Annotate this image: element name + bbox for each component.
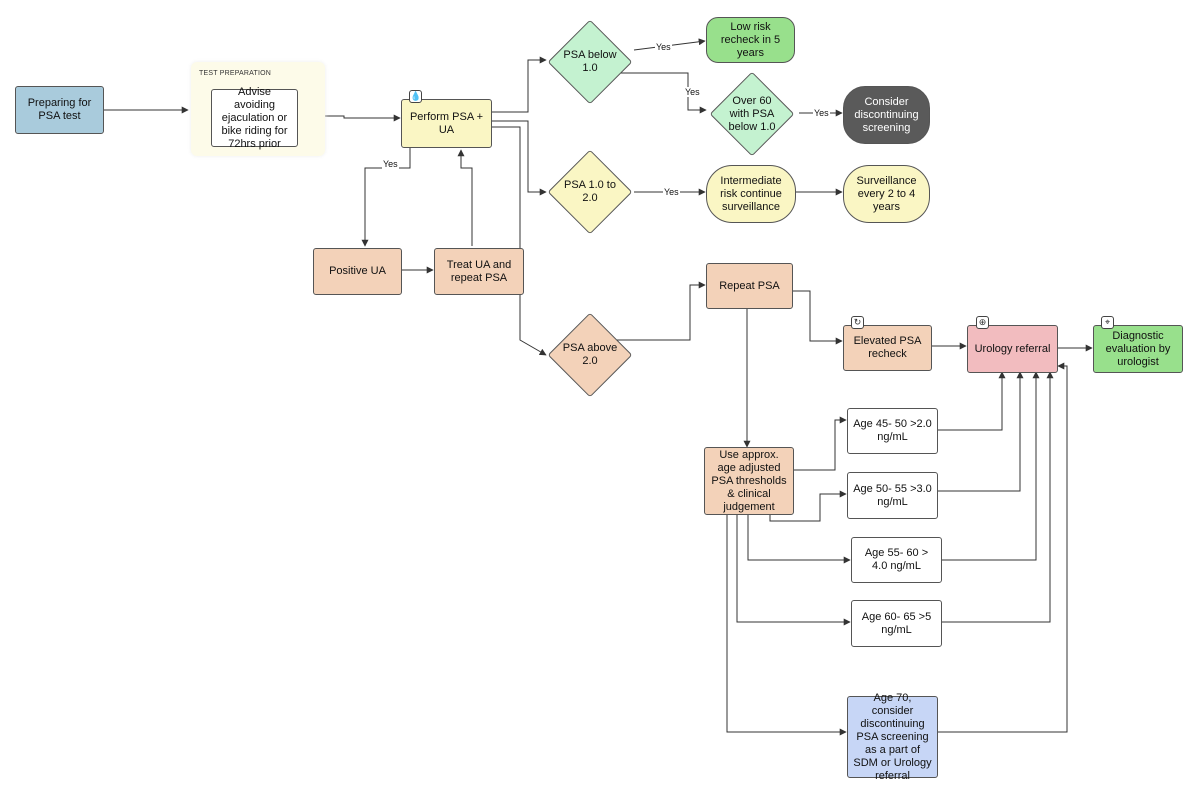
- edge-age60-urology: [942, 371, 1054, 623]
- drop-icon: 💧: [409, 90, 422, 103]
- node-perform-psa-ua[interactable]: Perform PSA + UA: [401, 99, 492, 148]
- edge-perform-psabelow: [492, 56, 547, 113]
- node-preparing-for-psa-test[interactable]: Preparing for PSA test: [15, 86, 104, 134]
- node-surveillance[interactable]: Surveillance every 2 to 4 years: [843, 165, 930, 223]
- decision-label: Over 60 with PSA below 1.0: [728, 94, 776, 133]
- user-add-icon: ⊕: [976, 316, 989, 329]
- edge-useage-age55: [747, 515, 851, 564]
- test-preparation-title: TEST PREPARATION: [199, 70, 272, 77]
- node-urology-referral[interactable]: Urology referral: [967, 325, 1058, 373]
- decision-psa-1-to-2[interactable]: PSA 1.0 to 2.0: [547, 149, 633, 235]
- node-repeat-psa[interactable]: Repeat PSA: [706, 263, 793, 309]
- edge-treat-perform: [457, 149, 473, 246]
- edge-useage-age45: [794, 416, 847, 471]
- node-age-55-60[interactable]: Age 55- 60 > 4.0 ng/mL: [851, 537, 942, 583]
- node-age-70-consider[interactable]: Age 70, consider discontinuing PSA scree…: [847, 692, 938, 782]
- edge-perform-psaabove: [492, 126, 547, 356]
- node-consider-discontinuing[interactable]: Consider discontinuing screening: [843, 86, 930, 144]
- edge-label-yes: Yes: [663, 187, 680, 197]
- decision-over-60[interactable]: Over 60 with PSA below 1.0: [705, 71, 799, 157]
- decision-psa-below-1[interactable]: PSA below 1.0: [547, 19, 633, 105]
- edge-age50-urology: [938, 371, 1024, 492]
- edge-useage-age60: [736, 515, 851, 626]
- edge-label-yes: Yes: [382, 159, 399, 169]
- node-positive-ua[interactable]: Positive UA: [313, 248, 402, 295]
- microscope-icon: ⌖: [1101, 316, 1114, 329]
- edge-useage-age50: [769, 490, 847, 522]
- node-diagnostic-evaluation[interactable]: Diagnostic evaluation by urologist: [1093, 325, 1183, 373]
- node-age-60-65[interactable]: Age 60- 65 >5 ng/mL: [851, 600, 942, 647]
- node-treat-ua-repeat-psa[interactable]: Treat UA and repeat PSA: [434, 248, 524, 295]
- node-use-age-adjusted[interactable]: Use approx. age adjusted PSA thresholds …: [704, 447, 794, 515]
- node-age-45-50[interactable]: Age 45- 50 >2.0 ng/mL: [847, 408, 938, 454]
- node-age-50-55[interactable]: Age 50- 55 >3.0 ng/mL: [847, 472, 938, 519]
- edge-perform-psamid: [492, 120, 547, 196]
- node-elevated-psa-recheck[interactable]: Elevated PSA recheck: [843, 325, 932, 371]
- edge-label-yes: Yes: [684, 87, 701, 97]
- edge-repeat-elevated: [793, 290, 843, 345]
- node-low-risk-recheck[interactable]: Low risk recheck in 5 years: [706, 17, 795, 63]
- decision-label: PSA below 1.0: [563, 49, 617, 74]
- repeat-icon: ↻: [851, 316, 864, 329]
- node-advise-avoiding[interactable]: Advise avoiding ejaculation or bike ridi…: [211, 86, 298, 150]
- edge-label-yes: Yes: [655, 42, 672, 52]
- edge-label-yes: Yes: [813, 108, 830, 118]
- decision-label: PSA above 2.0: [562, 342, 618, 367]
- edge-age55-urology: [942, 371, 1040, 561]
- edge-useage-age70: [726, 515, 847, 736]
- decision-psa-above-2[interactable]: PSA above 2.0: [547, 312, 633, 398]
- node-intermediate-risk[interactable]: Intermediate risk continue surveillance: [706, 165, 796, 223]
- edge-age45-urology: [938, 371, 1006, 431]
- edge-age70-urology: [938, 362, 1068, 733]
- decision-label: PSA 1.0 to 2.0: [564, 179, 616, 204]
- edge-psaabove-repeat: [612, 281, 706, 341]
